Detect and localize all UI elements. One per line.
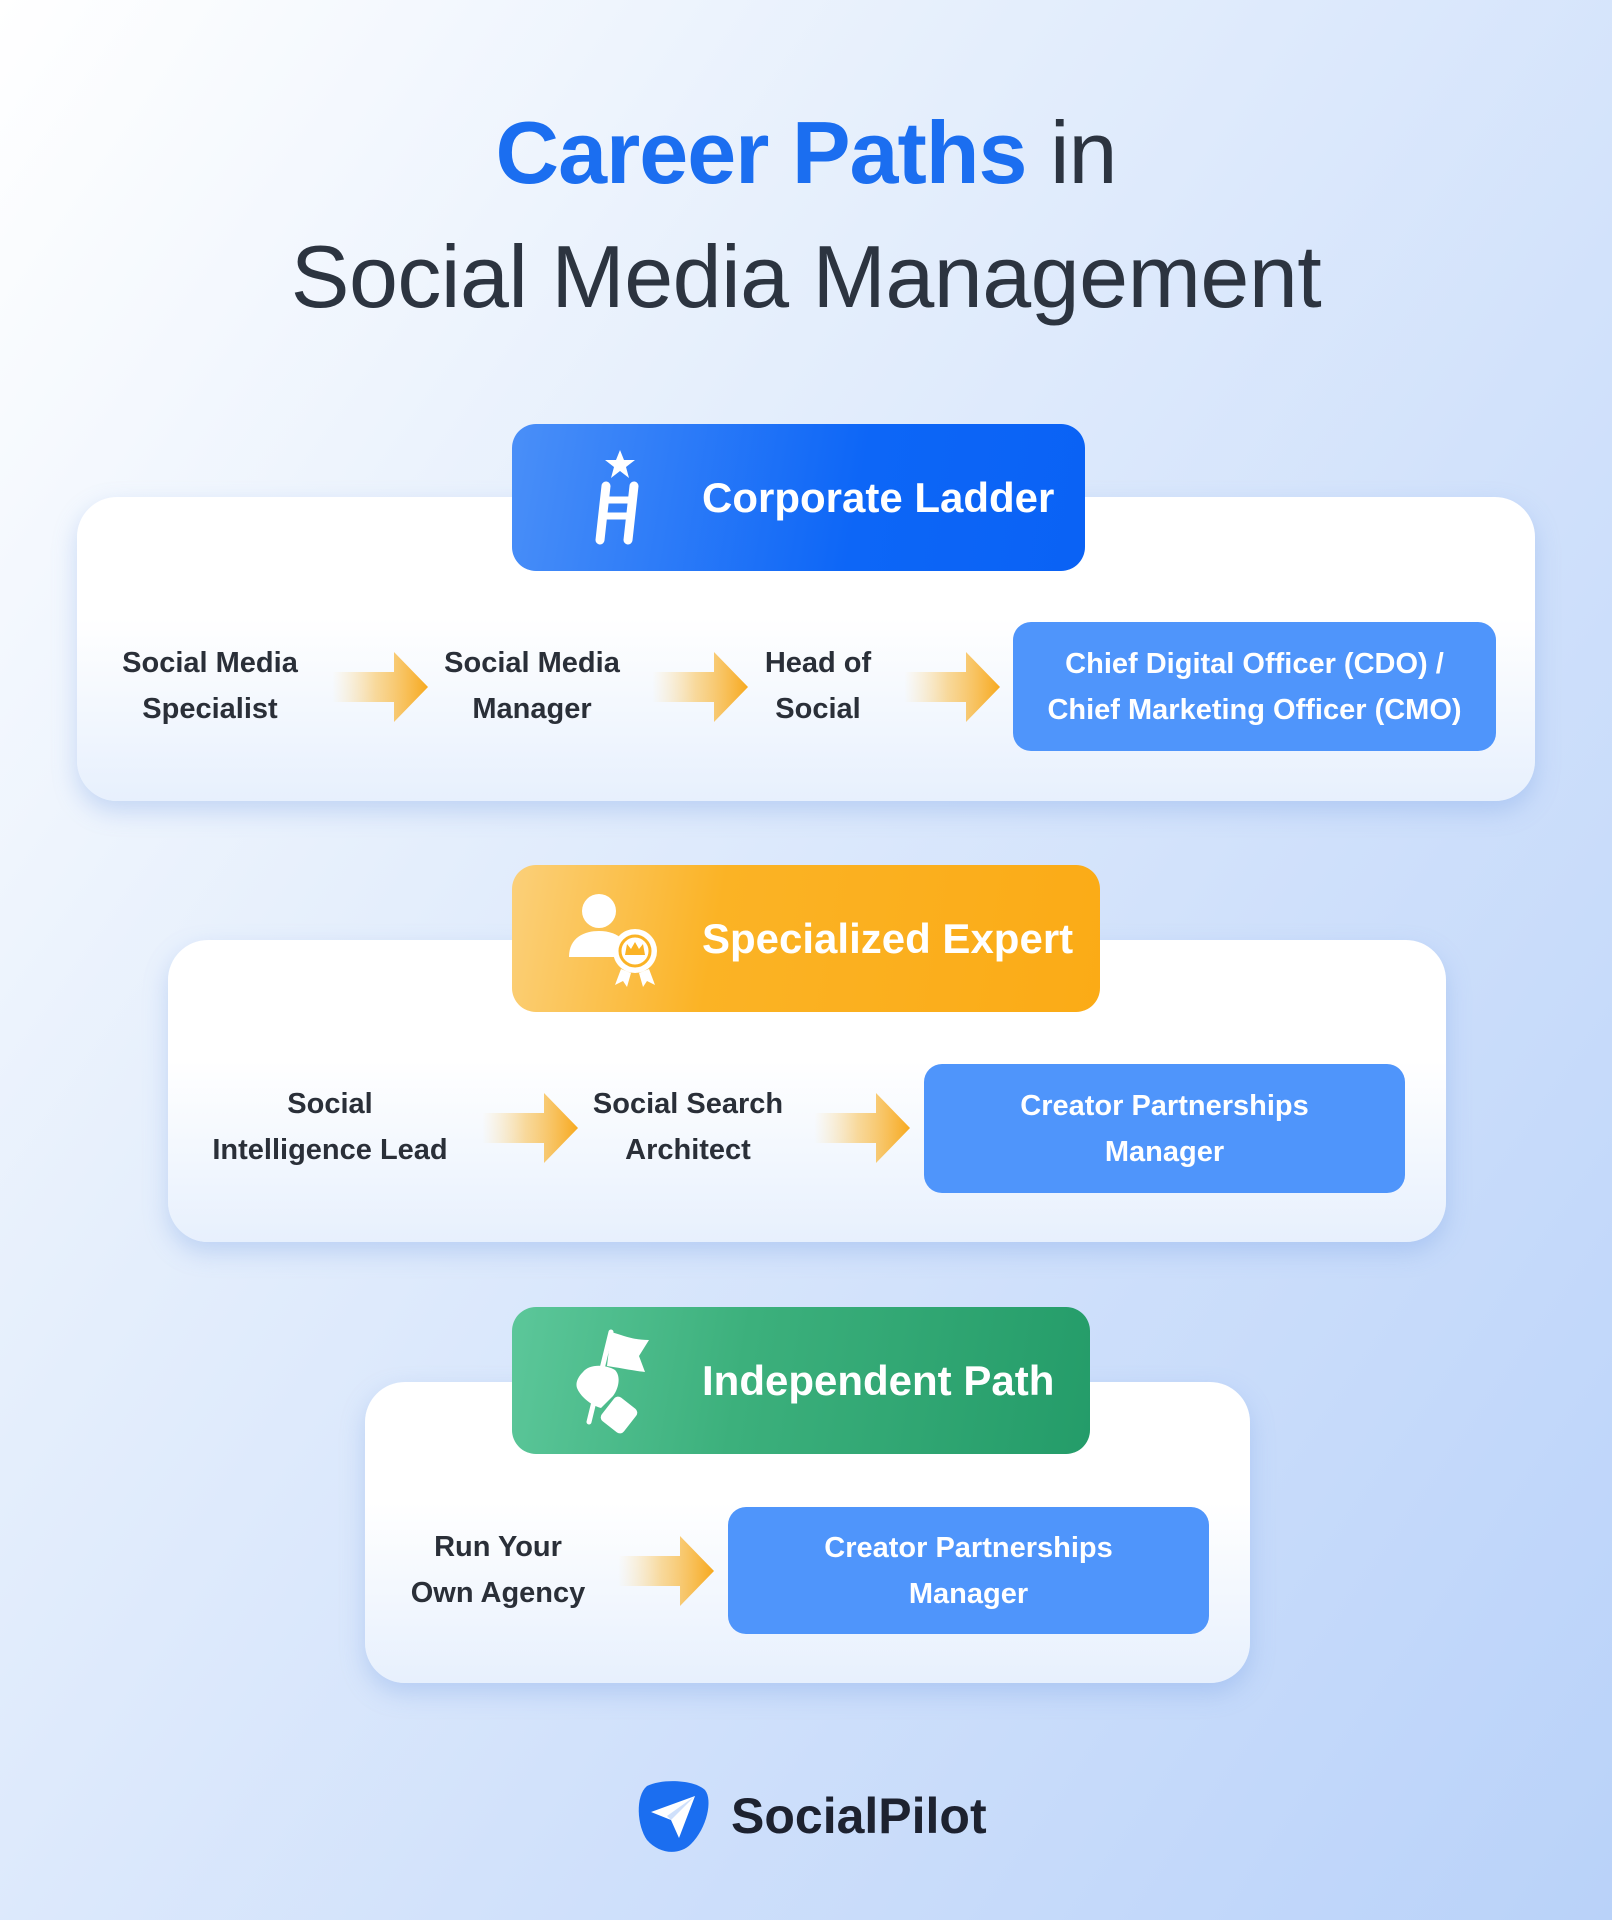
step-line: Architect: [625, 1134, 751, 1166]
specialized-expert-label: Specialized Expert: [702, 914, 1074, 962]
final-role-creator-partnerships-manager: Creator Partnerships Manager: [924, 1064, 1405, 1193]
title-rest: in: [1026, 103, 1118, 202]
step-line: Social: [775, 693, 861, 725]
step-line: Own Agency: [410, 1577, 586, 1609]
hand-flag-icon: [562, 1326, 672, 1436]
step-line: Specialist: [142, 693, 278, 725]
corporate-ladder-banner: Corporate Ladder: [512, 424, 1085, 571]
arrow-right-icon: [814, 1093, 910, 1163]
page-title: Career Paths in: [0, 102, 1612, 204]
arrow-right-icon: [618, 1536, 714, 1606]
step-social-intelligence-lead: Social Intelligence Lead: [195, 1081, 465, 1173]
person-award-icon: [562, 884, 672, 994]
arrow-right-icon: [482, 1093, 578, 1163]
step-social-media-specialist: Social Media Specialist: [100, 640, 320, 732]
step-line: Head of: [764, 647, 872, 679]
brand-name: SocialPilot: [731, 1788, 987, 1844]
arrow-right-icon: [904, 652, 1000, 722]
final-line: Creator Partnerships: [824, 1531, 1113, 1564]
step-run-your-own-agency: Run Your Own Agency: [393, 1524, 603, 1616]
arrow-right-icon: [332, 652, 428, 722]
step-line: Social Media: [122, 647, 298, 679]
final-role-creator-partnerships-manager: Creator Partnerships Manager: [728, 1507, 1209, 1634]
paper-plane-logo-icon: [638, 1781, 709, 1852]
specialized-expert-banner: Specialized Expert: [512, 865, 1100, 1012]
step-line: Social: [287, 1088, 373, 1120]
final-line: Manager: [1104, 1135, 1225, 1168]
step-social-search-architect: Social Search Architect: [578, 1081, 798, 1173]
independent-path-banner: Independent Path: [512, 1307, 1090, 1454]
page-subtitle: Social Media Management: [290, 227, 1322, 326]
arrow-right-icon: [652, 652, 748, 722]
final-line: Manager: [908, 1577, 1029, 1610]
final-line: Creator Partnerships: [1020, 1089, 1309, 1122]
final-role-cdo-cmo: Chief Digital Officer (CDO) / Chief Mark…: [1013, 622, 1496, 751]
independent-path-label: Independent Path: [702, 1356, 1055, 1404]
final-line: Chief Marketing Officer (CMO): [1047, 693, 1462, 726]
step-social-media-manager: Social Media Manager: [422, 640, 642, 732]
title-highlight: Career Paths: [495, 103, 1028, 202]
step-line: Social Media: [444, 647, 620, 679]
step-head-of-social: Head of Social: [738, 640, 898, 732]
step-line: Intelligence Lead: [212, 1134, 448, 1166]
step-line: Manager: [472, 693, 592, 725]
brand-logo: SocialPilot: [633, 1774, 987, 1858]
ladder-star-icon: [562, 443, 672, 553]
final-line: Chief Digital Officer (CDO) /: [1065, 647, 1444, 680]
step-line: Social Search: [592, 1088, 784, 1120]
corporate-ladder-label: Corporate Ladder: [702, 473, 1055, 521]
step-line: Run Your: [434, 1531, 562, 1563]
